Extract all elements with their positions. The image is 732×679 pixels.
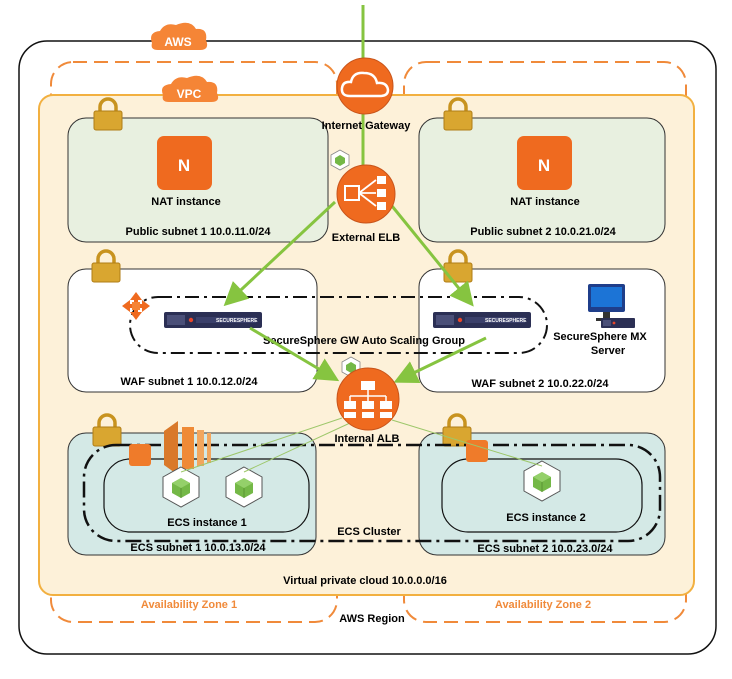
mx-server-label-line2: Server bbox=[591, 345, 626, 357]
svg-text:N: N bbox=[178, 156, 190, 175]
svg-text:SECURESPHERE: SECURESPHERE bbox=[485, 318, 527, 324]
internet-gateway: Internet Gateway bbox=[322, 57, 412, 132]
nat-badge-icon bbox=[517, 136, 572, 190]
alb-to-container-line bbox=[391, 419, 543, 467]
ec2-instance-icon bbox=[466, 440, 488, 462]
internal-alb-label: Internal ALB bbox=[335, 433, 400, 445]
vpc-label: Virtual private cloud 10.0.0.0/16 bbox=[283, 575, 447, 587]
elb-to-gateway1-arrow bbox=[223, 200, 337, 307]
svg-text:SECURESPHERE: SECURESPHERE bbox=[216, 318, 258, 324]
availability-zone-2-label: Availability Zone 2 bbox=[495, 599, 591, 611]
vpc-tag: VPC bbox=[162, 75, 219, 102]
internal-alb: Internal ALB bbox=[335, 356, 400, 445]
mx-server-label-line1: SecureSphere MX bbox=[553, 331, 647, 343]
autoscaling-group-label: SecureSphere GW Auto Scaling Group bbox=[263, 335, 465, 347]
aws-region-label: AWS Region bbox=[339, 613, 405, 625]
load-balancer-icon bbox=[344, 176, 386, 210]
ec2-instance-icon bbox=[129, 444, 151, 466]
network-hierarchy-icon bbox=[344, 381, 392, 418]
ecs-cluster-label: ECS Cluster bbox=[337, 526, 401, 538]
nat-instance-1-label: NAT instance bbox=[151, 196, 220, 208]
availability-zone-1-label: Availability Zone 1 bbox=[141, 599, 237, 611]
ecs-service-icon bbox=[164, 421, 211, 475]
external-elb-label: External ELB bbox=[332, 232, 401, 244]
vpc-tag-label: VPC bbox=[177, 87, 202, 101]
mx-appliance bbox=[601, 318, 635, 328]
public-subnet-2-label: Public subnet 2 10.0.21.0/24 bbox=[470, 226, 616, 238]
waf-subnet-1-label: WAF subnet 1 10.0.12.0/24 bbox=[121, 376, 259, 388]
external-elb: External ELB bbox=[330, 149, 401, 244]
autoscaling-group-boundary bbox=[129, 296, 548, 354]
monitor-icon bbox=[588, 284, 625, 321]
elb-to-gateway2-arrow bbox=[390, 205, 474, 307]
gateway2-to-alb-arrow bbox=[393, 336, 487, 383]
ecs-instance-1-label: ECS instance 1 bbox=[167, 517, 246, 529]
securesphere-gateway-2: SECURESPHERE bbox=[433, 312, 531, 328]
ecs-subnet-1-label: ECS subnet 1 10.0.13.0/24 bbox=[130, 542, 266, 554]
internet-gateway-label: Internet Gateway bbox=[322, 120, 412, 132]
arrows-expand-icon bbox=[122, 292, 150, 320]
gateway1-to-alb-arrow bbox=[249, 326, 340, 382]
nat-instance-2-label: NAT instance bbox=[510, 196, 579, 208]
aws-tag-label: AWS bbox=[164, 35, 191, 49]
svg-text:N: N bbox=[538, 156, 550, 175]
ecs-instance-2-label: ECS instance 2 bbox=[506, 512, 585, 524]
waf-subnet-1 bbox=[67, 268, 318, 393]
nat-badge-icon bbox=[157, 136, 212, 190]
alb-to-container-line bbox=[243, 422, 351, 473]
public-subnet-1-label: Public subnet 1 10.0.11.0/24 bbox=[126, 226, 272, 238]
securesphere-gateway-1: SECURESPHERE bbox=[164, 312, 262, 328]
ecs-cluster-boundary bbox=[82, 443, 662, 543]
nat-instance-1: N NAT instance bbox=[151, 136, 221, 208]
nat-instance-2: N NAT instance bbox=[510, 136, 580, 208]
alb-to-container-line bbox=[180, 417, 343, 473]
ecs-subnet-2-label: ECS subnet 2 10.0.23.0/24 bbox=[477, 543, 613, 555]
waf-subnet-2-label: WAF subnet 2 10.0.22.0/24 bbox=[472, 378, 610, 390]
aws-tag: AWS bbox=[151, 22, 208, 50]
cloud-icon bbox=[340, 71, 390, 98]
